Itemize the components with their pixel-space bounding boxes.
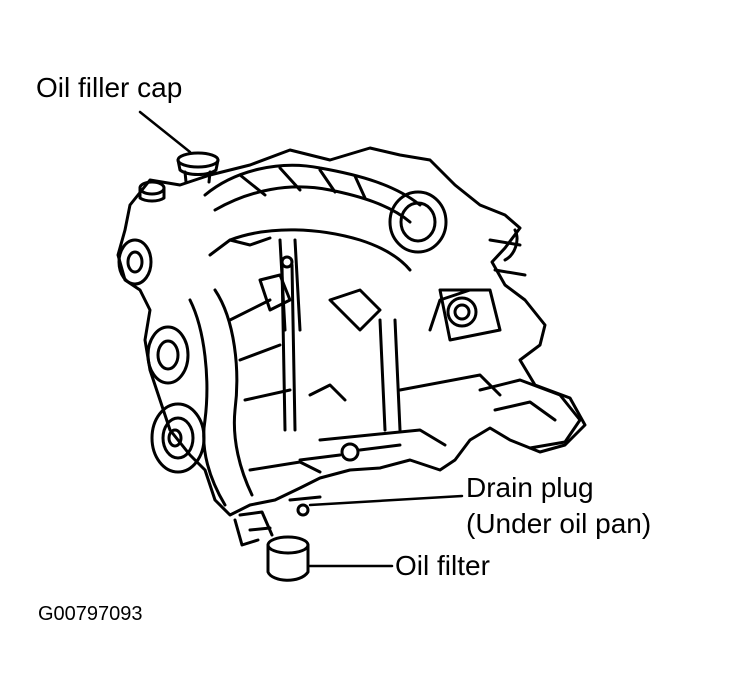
- leader-drain-plug: [308, 494, 464, 507]
- label-oil-filler-cap: Oil filler cap: [36, 72, 183, 103]
- exhaust-pipe: [478, 378, 582, 450]
- oil-filler-cap: [176, 151, 220, 184]
- intake-manifold: [203, 163, 422, 272]
- label-drain-plug: Drain plug: [466, 472, 594, 503]
- breather-cap: [138, 180, 166, 203]
- engine-detail-lines: [248, 288, 502, 474]
- throttle-body: [388, 190, 448, 254]
- figure-id: G00797093: [38, 603, 143, 625]
- engine-block-outline: [116, 146, 587, 517]
- oil-filter: [233, 510, 310, 582]
- leader-oil-filler-cap: [138, 110, 192, 154]
- label-oil-filter: Oil filter: [395, 550, 490, 581]
- label-drain-plug-location: (Under oil pan): [466, 508, 652, 539]
- accessory-pulley: [146, 325, 190, 385]
- dipstick-tube: [280, 255, 297, 432]
- exhaust-manifold-right: [438, 228, 527, 342]
- drain-plug: [288, 495, 322, 517]
- idler-pulley: [117, 238, 153, 286]
- leader-lines: [138, 110, 464, 568]
